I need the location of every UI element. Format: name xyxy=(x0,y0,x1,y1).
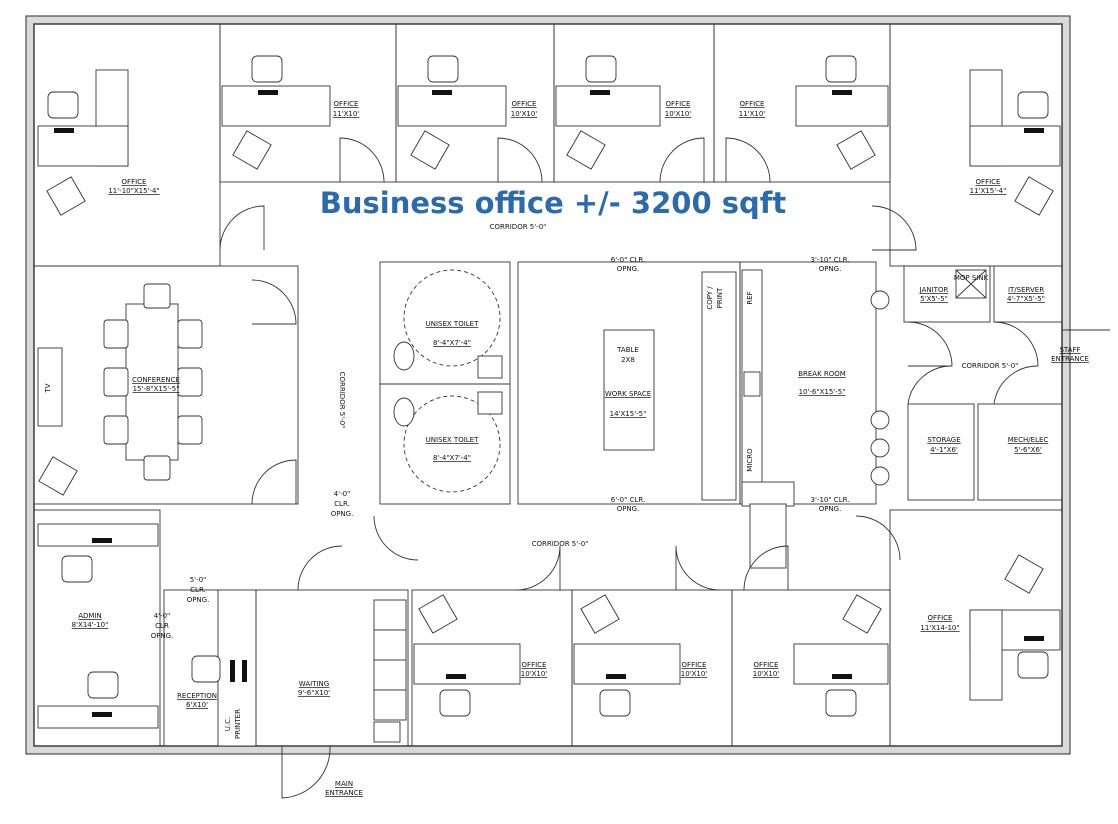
opening-label: OPNG. xyxy=(617,265,640,273)
room-size: 8'-4"X7'-4" xyxy=(433,454,471,462)
room-name: WORK SPACE xyxy=(605,390,651,398)
room-size: 15'-8"X15'-5" xyxy=(133,385,180,393)
waiting-area xyxy=(255,545,409,799)
interior-floor xyxy=(33,23,1063,747)
tv-label: TV xyxy=(44,383,52,393)
room-name: UNISEX TOILET xyxy=(426,320,479,328)
room-size: 11'-10"X15'-4" xyxy=(108,187,159,195)
opening-label: OPNG. xyxy=(151,632,174,640)
corridor-label: CORRIDOR 5'-0" xyxy=(532,540,589,548)
room-size: 14'X15'-5" xyxy=(610,410,647,418)
room-size: 10'-6"X15'-5" xyxy=(799,388,846,396)
room-size: 4'-7"X5'-5" xyxy=(1007,295,1045,303)
opening-label: OPNG. xyxy=(187,596,210,604)
room-name: IT/SERVER xyxy=(1008,286,1044,294)
opening-label: CLR. xyxy=(190,586,206,594)
opening-label: OPNG. xyxy=(819,265,842,273)
room-size: 11'X10' xyxy=(739,110,766,118)
micro-label: MICRO xyxy=(746,448,754,472)
corridor-label: CORRIDOR 5'-0" xyxy=(962,362,1019,370)
room-name: UNISEX TOILET xyxy=(426,436,479,444)
corridor-label: CORRIDOR 5'-0" xyxy=(338,372,346,429)
room-size: 10'X10' xyxy=(521,670,548,678)
room-size: 5'X5'-5" xyxy=(920,295,948,303)
opening-label: 4'-0" xyxy=(334,490,351,498)
room-size: 9'-6"X10' xyxy=(298,689,330,697)
room-name: OFFICE xyxy=(682,661,707,669)
room-size: 8'X14'-10" xyxy=(72,621,109,629)
staff-entrance-label: STAFF xyxy=(1059,346,1080,354)
mop-sink-label: MOP SINK xyxy=(954,274,989,282)
opening-label: 6'-0" CLR. xyxy=(611,256,645,264)
room-size: 10'X10' xyxy=(681,670,708,678)
bottom-offices xyxy=(373,509,1063,747)
copy-print-label: PRINT xyxy=(716,287,724,308)
room-name: OFFICE xyxy=(754,661,779,669)
work-space xyxy=(517,261,741,505)
plan-title: Business office +/- 3200 sqft xyxy=(320,186,787,220)
room-name: MECH/ELEC xyxy=(1008,436,1049,444)
room-name: JANITOR xyxy=(919,286,949,294)
main-entrance-label: MAIN xyxy=(335,780,353,788)
ref-label: REF xyxy=(746,291,754,304)
room-name: CONFERENCE xyxy=(132,376,180,384)
room-name: ADMIN xyxy=(78,612,102,620)
room-labels: OFFICE 11'-10"X15'-4" OFFICE 11'X10' OFF… xyxy=(72,100,1049,709)
opening-label: 6'-0" CLR. xyxy=(611,496,645,504)
opening-label: OPNG. xyxy=(819,505,842,513)
room-size: 11'X15'-4" xyxy=(970,187,1007,195)
copy-print-label: COPY / xyxy=(706,286,714,310)
printer-label: U.C. xyxy=(224,717,232,731)
opening-label: OPNG. xyxy=(617,505,640,513)
top-offices xyxy=(33,23,1063,267)
staff-entrance-label: ENTRANCE xyxy=(1051,355,1089,363)
room-size: 6'X10' xyxy=(186,701,208,709)
opening-label: 5'-0" xyxy=(190,576,207,584)
corridor-label: CORRIDOR 5'-0" xyxy=(490,223,547,231)
main-entrance-label: ENTRANCE xyxy=(325,789,363,797)
room-size: 10'X10' xyxy=(511,110,538,118)
room-size: 10'X10' xyxy=(753,670,780,678)
room-size: 8'-4"X7'-4" xyxy=(433,339,471,347)
room-name: OFFICE xyxy=(976,178,1001,186)
room-name: OFFICE xyxy=(522,661,547,669)
opening-label: CLR. xyxy=(334,500,350,508)
opening-label: 3'-10" CLR. xyxy=(811,496,850,504)
room-name: OFFICE xyxy=(740,100,765,108)
room-name: WAITING xyxy=(299,680,329,688)
opening-label: 4'-0" xyxy=(154,612,171,620)
opening-label: OPNG. xyxy=(331,510,354,518)
toilets xyxy=(379,261,511,505)
room-size: 10'X10' xyxy=(665,110,692,118)
room-name: OFFICE xyxy=(334,100,359,108)
conference-room xyxy=(33,265,299,505)
room-name: OFFICE xyxy=(666,100,691,108)
table-label: 2X8 xyxy=(621,356,635,364)
room-size: 11'X14-10" xyxy=(920,624,959,632)
room-size: 4'-1"X6' xyxy=(930,446,958,454)
room-name: BREAK ROOM xyxy=(798,370,846,378)
utility-rooms xyxy=(903,265,1110,501)
table-label: TABLE xyxy=(616,346,639,354)
room-name: STORAGE xyxy=(927,436,960,444)
printer-label: PRINTER xyxy=(234,709,242,739)
room-size: 5'-6"X6' xyxy=(1014,446,1042,454)
room-name: RECEPTION xyxy=(177,692,217,700)
opening-label: CLR xyxy=(155,622,169,630)
room-size: 11'X10' xyxy=(333,110,360,118)
room-name: OFFICE xyxy=(512,100,537,108)
opening-label: 3'-10" CLR. xyxy=(811,256,850,264)
break-room xyxy=(739,261,890,569)
room-name: OFFICE xyxy=(122,178,147,186)
annotations: CORRIDOR 5'-0" CORRIDOR 5'-0" CORRIDOR 5… xyxy=(44,223,1089,797)
room-name: OFFICE xyxy=(928,614,953,622)
